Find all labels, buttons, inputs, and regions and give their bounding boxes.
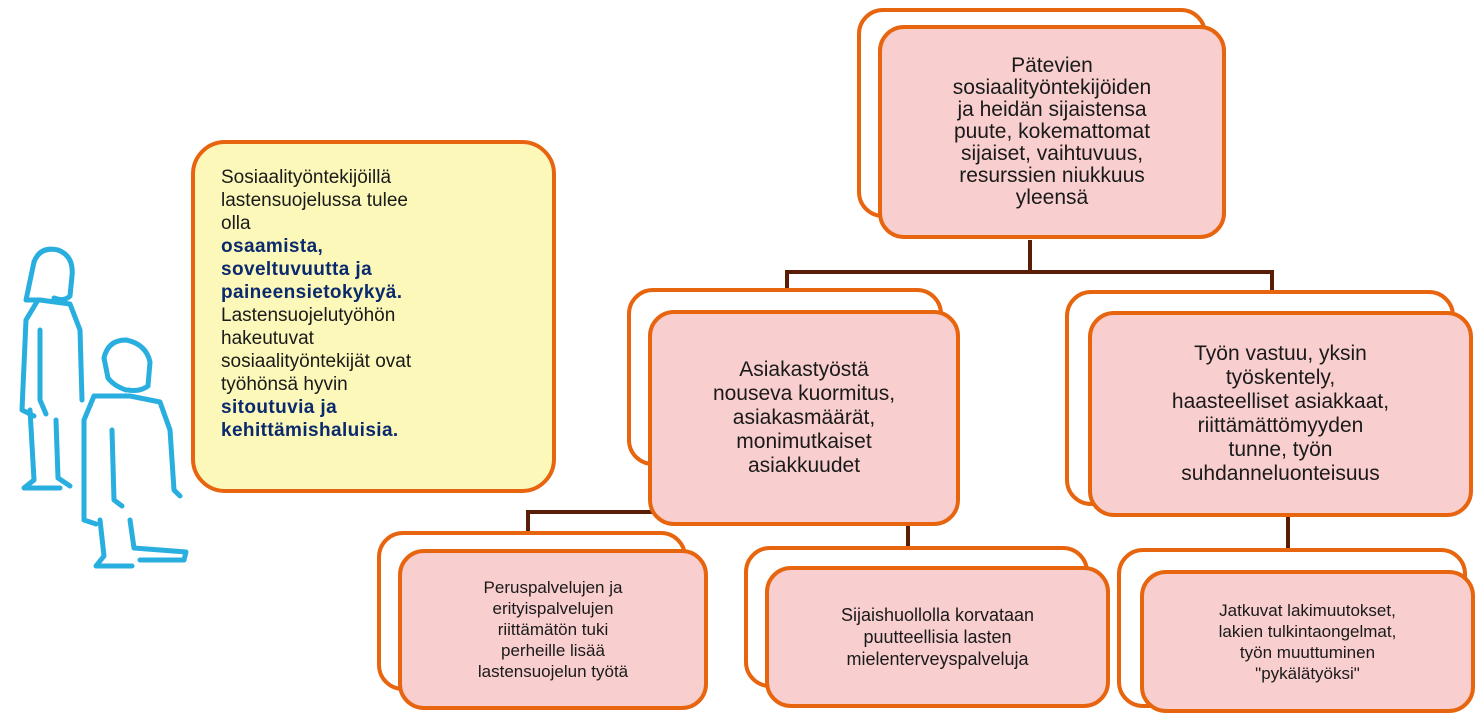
note-line: Lastensuojelutyöhön	[221, 305, 396, 326]
note-line: osaamista,	[221, 236, 324, 257]
note-line: olla	[221, 213, 251, 234]
left-left-node-label: Peruspalvelujen ja erityispalvelujen rii…	[477, 578, 629, 681]
note-line: työhönsä hyvin	[221, 374, 348, 395]
note-line: lastensuojelussa tulee	[221, 190, 408, 211]
note-line: kehittämishaluisia.	[221, 420, 399, 441]
note-line: sitoutuvia ja	[221, 397, 338, 418]
two-people-illustration	[19, 246, 189, 569]
note-line: Sosiaalityöntekijöillä	[221, 167, 392, 188]
note-line: soveltuvuutta ja	[221, 259, 373, 280]
left-node-label: Asiakastyöstä nouseva kuormitus, asiakas…	[712, 358, 896, 477]
root-node: Pätevien sosiaalityöntekijöiden ja heidä…	[878, 25, 1226, 239]
left-right-node: Sijaishuollolla korvataan puutteellisia …	[765, 566, 1110, 708]
right-child-node-label: Jatkuvat lakimuutokset, lakien tulkintao…	[1218, 600, 1397, 683]
right-node: Työn vastuu, yksin työskentely, haasteel…	[1088, 311, 1473, 517]
right-node-label: Työn vastuu, yksin työskentely, haasteel…	[1171, 342, 1390, 485]
root-node-label: Pätevien sosiaalityöntekijöiden ja heidä…	[952, 54, 1152, 209]
connector-root-children	[785, 240, 1274, 296]
note-line: sosiaalityöntekijät ovat	[221, 351, 412, 372]
left-right-node-label: Sijaishuollolla korvataan puutteellisia …	[840, 605, 1035, 669]
right-child-node: Jatkuvat lakimuutokset, lakien tulkintao…	[1140, 570, 1475, 713]
note-line: hakeutuvat	[221, 328, 314, 349]
left-left-node: Peruspalvelujen ja erityispalvelujen rii…	[398, 549, 708, 710]
note-line: paineensietokykyä.	[221, 282, 403, 303]
left-node: Asiakastyöstä nouseva kuormitus, asiakas…	[648, 310, 960, 526]
